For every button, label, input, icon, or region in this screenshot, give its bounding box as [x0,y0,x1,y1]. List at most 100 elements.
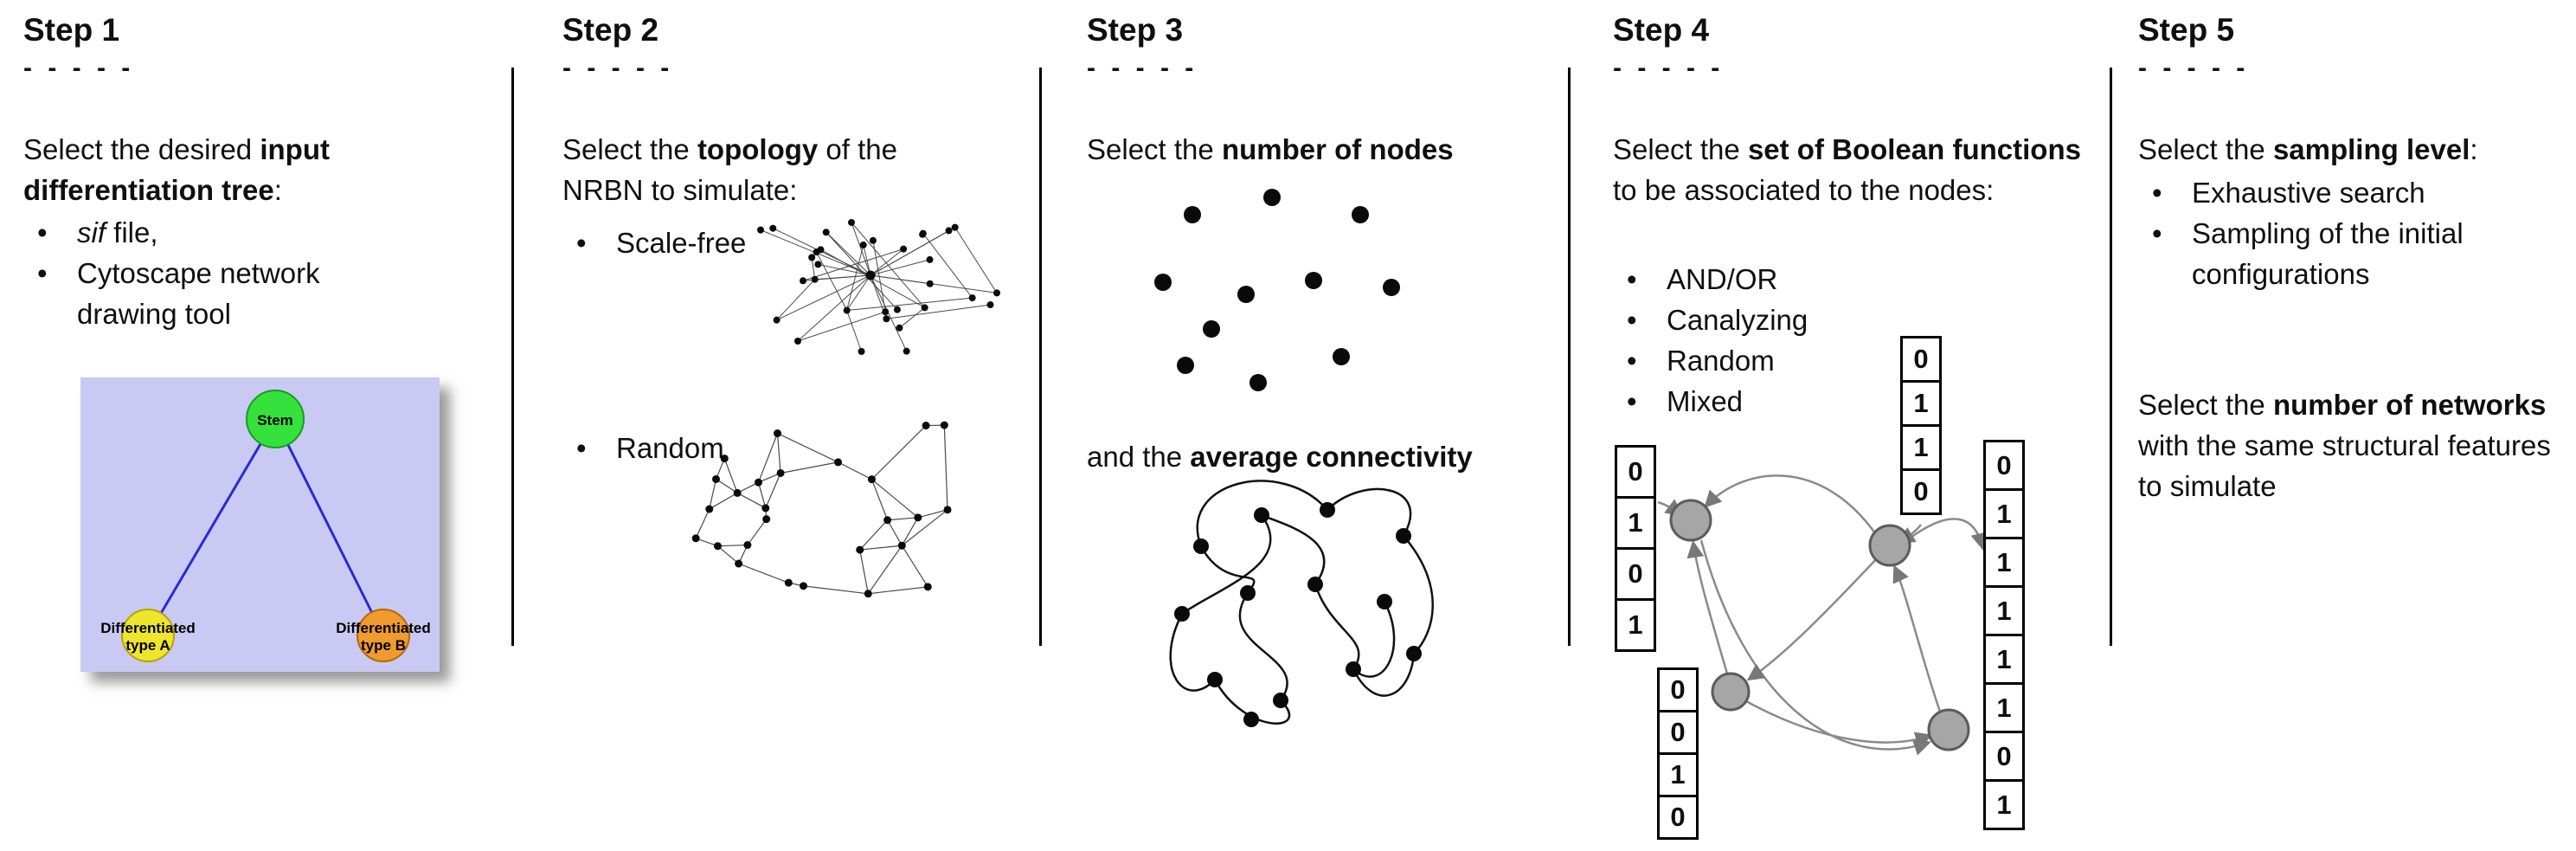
network-edge [943,425,948,510]
step-2-intro-rest: of the NRBN to simulate: [562,133,897,206]
network-node [865,270,876,280]
network-edge [758,472,781,483]
network-node-c [1711,672,1751,712]
boolean-table-cell: 1 [1983,585,2025,636]
boolean-table-cell: 1 [1900,380,1942,427]
network-node [814,261,822,268]
network-node [691,534,700,543]
step-3-connectivity-text: and the average connectivity [1087,437,1606,478]
network-edge [871,425,927,480]
arrow-node-b-to-node-c [1746,557,1879,681]
network-edge [757,482,767,509]
step-3-intro-bold: number of nodes [1221,133,1454,165]
network-edge [825,231,871,276]
network-node [900,245,908,253]
network-node [893,306,901,313]
boolean-table-cell: 0 [1983,731,2025,782]
connectivity-edge [1261,513,1326,585]
network-edge [747,519,768,545]
network-node [926,255,934,263]
network-edge [846,297,973,312]
boolean-table-cell: 1 [1615,598,1656,652]
random-network-graphic [691,421,952,598]
network-edge [870,248,904,276]
step-4-bullets: AND/OR Canalyzing Random Mixed [1613,260,1924,422]
connectivity-edge [1213,679,1291,725]
network-edge [709,492,738,510]
boolean-table-cell: 1 [1983,779,2025,830]
step-2-dashes: - - - - - [562,54,674,82]
boolean-table-cell: 1 [1657,752,1699,797]
tree-edge-right [273,418,385,636]
network-edge [871,479,919,519]
network-node [858,348,865,356]
network-node [773,316,781,324]
connectivity-node [1377,594,1392,609]
arrow-node-a-to-node-d [1699,539,1931,756]
connectivity-node [1346,661,1361,677]
network-node-d [1927,708,1970,751]
sif-rest: file, [106,216,158,248]
boolean-table-cell: 0 [1983,440,2025,491]
step-2-bullet-scalefree-list: Scale-free [562,223,822,264]
networks-text-rest: with the same structural features to sim… [2138,429,2551,502]
network-node [843,306,851,314]
network-node [923,583,932,591]
network-edge [780,461,838,474]
connectivity-edge [1314,583,1360,670]
step-1-intro-bold: input differentiation tree [23,133,330,206]
connectivity-bold: average connectivity [1190,441,1473,473]
network-edge [765,473,781,509]
column-divider-1 [511,68,514,646]
network-node [882,308,890,316]
step-1-column: Step 1 - - - - - Select the desired inpu… [23,0,508,851]
boolean-table-cell: 1 [1983,537,2025,588]
step-5-networks-text: Select the number of networks with the s… [2138,385,2562,507]
bullet-exhaustive-search: Exhaustive search [2138,173,2554,214]
step-5-intro: Select the sampling level: [2138,130,2575,171]
network-edge [814,274,871,280]
type-a-label-line1: Differentiated [100,620,196,636]
connectivity-edge [1196,480,1328,547]
scale-free-network-graphic [757,218,1000,356]
network-edge [954,227,998,293]
step-3-column: Step 3 - - - - - Select the number of no… [1087,0,1568,851]
network-node [776,468,785,477]
network-node [968,294,976,302]
boolean-table-cell: 0 [1615,445,1656,499]
node-dot [1249,374,1267,391]
network-node [922,422,930,430]
network-edge [887,519,903,546]
step-1-bullets: sif file, Cytoscape network drawing tool [23,213,387,335]
step-3-dashes: - - - - - [1087,54,1198,82]
network-edge [901,517,919,546]
network-node [811,275,819,283]
connectivity-edge [1199,545,1256,594]
network-edge [797,311,886,342]
step-3-intro-text: Select the [1087,133,1222,165]
tree-edge-left [146,418,277,636]
connectivity-node [1307,577,1323,592]
network-node [940,421,948,429]
bullet-canalyzing: Canalyzing [1613,300,1924,341]
network-node [784,578,793,587]
step-2-column: Step 2 - - - - - Select the topology of … [562,0,1034,851]
node-dot [1383,279,1400,296]
network-node-b [1868,524,1911,567]
arrow-node-d-to-node-b [1892,564,1942,712]
differentiation-tree-graphic: Stem Differentiated type A Differentiate… [80,377,440,672]
network-node [869,236,877,244]
network-node [914,513,922,522]
sif-italic: sif [77,216,106,248]
boolean-table-cell: 0 [1900,468,1942,515]
network-edge [859,549,869,594]
network-node [848,218,856,226]
network-edge [776,274,871,321]
boolean-network-graphic [1657,474,1988,756]
network-edge [870,479,889,520]
network-node [943,506,952,514]
network-node [986,301,994,309]
connectivity-node [1174,606,1190,622]
boolean-table-cell: 0 [1657,795,1699,840]
